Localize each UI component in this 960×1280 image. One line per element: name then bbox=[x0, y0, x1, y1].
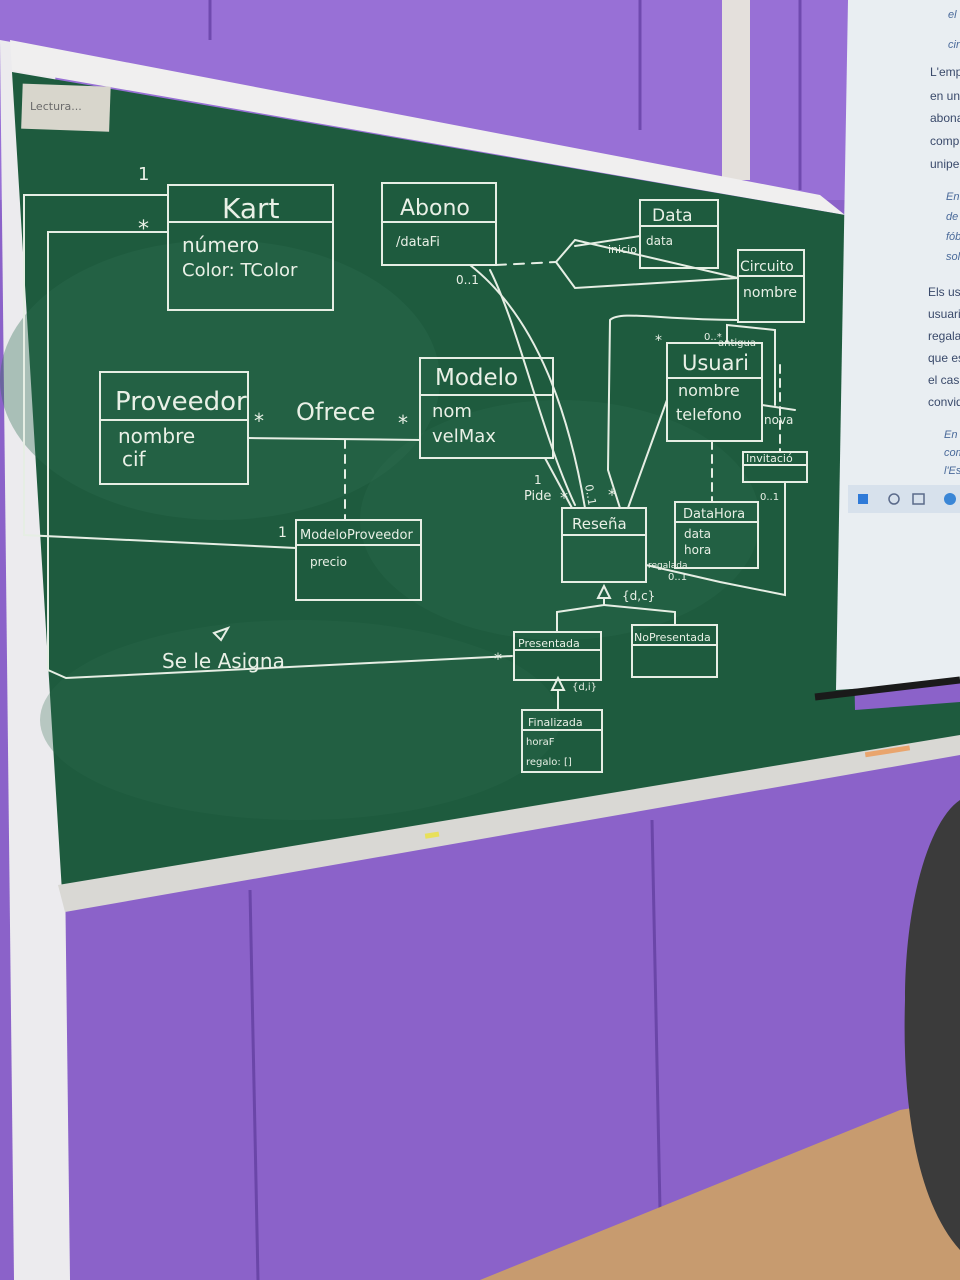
mult-usuari-star: * bbox=[655, 333, 662, 349]
datahora-attr-1: hora bbox=[684, 543, 711, 557]
usuari-attr-0: nombre bbox=[678, 381, 740, 400]
se-le-asigna-label: Se le Asigna bbox=[162, 649, 285, 673]
mult-kart-top: 1 bbox=[138, 164, 149, 185]
invitacio-box bbox=[742, 451, 808, 483]
usuari-name: Usuari bbox=[682, 351, 749, 375]
nopresentada-name: NoPresentada bbox=[634, 631, 711, 644]
circuito-attr-0: nombre bbox=[743, 285, 797, 301]
projector-text: el u circ L'emp en un abona comp unipe E… bbox=[928, 9, 960, 477]
mult-resena-01: 0..1 bbox=[582, 483, 598, 506]
projector-line: com bbox=[944, 447, 960, 459]
projector-line: convid bbox=[928, 395, 960, 409]
mult-ofrece-left: * bbox=[254, 409, 264, 433]
usuari-attr-1: telefono bbox=[676, 405, 742, 424]
projector-line: regala bbox=[928, 329, 960, 343]
projector-line: En bbox=[946, 191, 959, 203]
mult-presentada-star: * bbox=[494, 649, 502, 668]
projector-line: sol bbox=[946, 251, 960, 263]
projector-line: abona bbox=[930, 111, 960, 125]
proveedor-attr-0: nombre bbox=[118, 424, 195, 448]
data-attr-0: data bbox=[646, 234, 673, 248]
projector-line: el u bbox=[948, 9, 960, 21]
finalizada-name: Finalizada bbox=[528, 716, 583, 729]
mult-resena-star1: * bbox=[560, 488, 568, 507]
modelo-attr-0: nom bbox=[432, 401, 472, 422]
mult-abono: 0..1 bbox=[456, 273, 479, 287]
pide-label: Pide bbox=[524, 489, 551, 504]
circuito-box bbox=[737, 249, 805, 323]
finalizada-attr-0: horaF bbox=[526, 737, 555, 748]
kart-box bbox=[167, 184, 334, 311]
abono-box bbox=[381, 182, 497, 266]
mult-invit-01: 0..1 bbox=[760, 492, 779, 503]
projector-line: que es bbox=[928, 351, 960, 365]
projector-line: de bbox=[946, 211, 958, 223]
mult-mp-one: 1 bbox=[278, 525, 287, 541]
datahora-box bbox=[674, 501, 759, 569]
abono-name: Abono bbox=[400, 196, 470, 221]
datahora-attr-0: data bbox=[684, 527, 711, 541]
proveedor-box bbox=[99, 371, 249, 485]
modelo-attr-1: velMax bbox=[432, 426, 496, 447]
inicio-label: inicio bbox=[608, 243, 637, 256]
mult-modelo-one: 1 bbox=[534, 473, 542, 487]
note-text: Lectura... bbox=[30, 100, 82, 113]
nova-label: nova bbox=[764, 413, 793, 427]
modelo-name: Modelo bbox=[435, 365, 518, 391]
projector-taskbar bbox=[858, 493, 956, 505]
projector-line: l'Es bbox=[944, 465, 960, 477]
modeloproveedor-box bbox=[295, 519, 422, 601]
projector-line: Els us bbox=[928, 285, 960, 299]
modelo-box bbox=[419, 357, 554, 459]
modeloproveedor-name: ModeloProveedor bbox=[300, 528, 414, 543]
kart-attr-1: Color: TColor bbox=[182, 260, 298, 281]
mult-usuari-0: 0..* bbox=[704, 332, 722, 343]
data-name: Data bbox=[652, 206, 693, 226]
projector-line: en un bbox=[930, 89, 960, 103]
antigua-label: antigua bbox=[718, 338, 756, 349]
sticky-note bbox=[21, 83, 111, 132]
kart-name: Kart bbox=[222, 192, 280, 225]
data-box bbox=[639, 199, 719, 269]
proveedor-attr-1: cif bbox=[122, 447, 147, 471]
projector-line: unipe bbox=[930, 157, 960, 171]
projector-line: comp bbox=[930, 134, 960, 148]
datahora-name: DataHora bbox=[683, 507, 745, 522]
circuito-name: Circuito bbox=[740, 259, 794, 275]
search-icon bbox=[888, 493, 900, 505]
modeloproveedor-attr-0: precio bbox=[310, 555, 347, 569]
mult-kart-left: * bbox=[138, 217, 149, 242]
taskview-icon bbox=[912, 493, 925, 505]
windows-icon bbox=[858, 494, 868, 504]
mult-resena-star2: * bbox=[608, 485, 616, 504]
ofrece-label: Ofrece bbox=[296, 398, 375, 426]
finalizada-attr-1: regalo: [] bbox=[526, 757, 572, 768]
finalizada-box bbox=[521, 709, 603, 773]
mult-datahora-01: 0..1 bbox=[668, 572, 687, 583]
abono-attr-0: /dataFi bbox=[396, 235, 440, 250]
mult-ofrece-right: * bbox=[398, 411, 408, 435]
invitacio-name: Invitació bbox=[746, 452, 793, 465]
projector-line: En l bbox=[944, 429, 960, 441]
projector-line: L'emp bbox=[930, 65, 960, 79]
di-constraint: {d,i} bbox=[572, 682, 597, 693]
kart-attr-0: número bbox=[182, 233, 259, 257]
dc-constraint: {d,c} bbox=[622, 589, 655, 603]
presentada-name: Presentada bbox=[518, 637, 580, 650]
resena-name: Reseña bbox=[572, 515, 627, 533]
browser-icon bbox=[944, 493, 956, 505]
projector-line: fób bbox=[946, 231, 960, 243]
resena-box bbox=[561, 507, 647, 583]
projector-line: usuari bbox=[928, 307, 960, 321]
projector-line: circ bbox=[948, 39, 960, 51]
usuari-box bbox=[666, 342, 763, 442]
regalada-label: regalada bbox=[648, 561, 688, 571]
proveedor-name: Proveedor bbox=[115, 387, 247, 417]
projector-line: el cas, bbox=[928, 373, 960, 387]
